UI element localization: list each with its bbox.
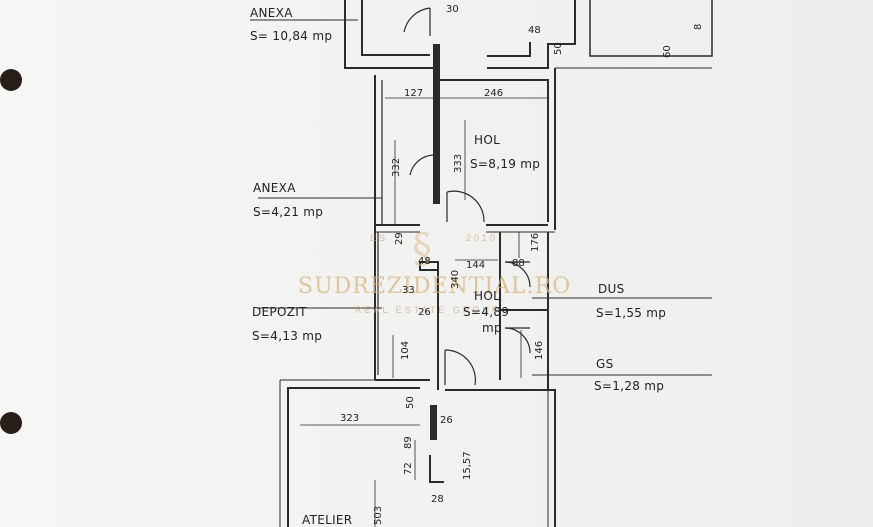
binder-hole-top [0,69,22,91]
door-swing [444,349,477,386]
room-label: ANEXA [253,181,296,195]
room-label: DEPOZIT [252,305,307,319]
dimension-label: 332 [391,158,402,177]
dimension-label: 72 [403,462,414,475]
dimension-label: 48 [418,256,431,267]
watermark-tagline: REAL ESTATE GROUP [355,305,501,315]
dimension-label: 28 [431,494,444,505]
room-label: HOL [474,289,500,303]
dimension-label: 33 [402,285,415,296]
door-swing [504,327,531,354]
wall [429,455,444,483]
dimension-label: 50 [405,396,416,409]
dimension-label: 88 [512,258,525,269]
wall [487,0,576,69]
wall [440,79,549,222]
room-area: S= 10,84 mp [250,29,332,43]
dimension-label: 127 [404,88,423,99]
watermark: § ES 2010 SUDREZIDENTIAL.RO REAL ESTATE … [298,226,571,315]
room-area: S=8,19 mp [470,157,540,171]
room-label: GS [596,357,614,371]
dimension-label: 8 [693,24,704,30]
dimension-label: 333 [453,154,464,173]
room-label: ATELIER [302,513,352,527]
dimension-label: 15,57 [462,451,473,480]
watermark-logo: § [412,226,432,272]
wall [344,0,435,69]
room-area-unit: mp [482,321,502,335]
door-swing [403,7,431,33]
watermark-est-right: 2010 [466,233,498,243]
wall [589,0,713,57]
room-area: S=1,28 mp [594,379,664,393]
dimension-label: 176 [530,233,541,252]
watermark-brand: SUDREZIDENTIAL.RO [298,274,571,299]
dimension-label: 503 [373,506,384,525]
door-swing [409,154,435,176]
dimension-label: 50 [553,42,564,55]
wall-stub [430,405,437,440]
dimension-label: 26 [418,307,431,318]
room-label: HOL [474,133,500,147]
room-area: S=4,21 mp [253,205,323,219]
room-area: S=4,13 mp [252,329,322,343]
binder-hole-bottom [0,412,22,434]
dimension-label: 60 [662,45,673,58]
dimension-label: 29 [394,232,405,245]
room-label: DUS [598,282,625,296]
dimension-label: 144 [466,260,485,271]
dimension-label: 89 [403,436,414,449]
wall [287,387,420,527]
room-area: S=1,55 mp [596,306,666,320]
dimension-label: 340 [450,270,461,289]
door-swing [446,190,485,223]
watermark-est-left: ES [370,233,388,243]
wall-pillar [433,44,440,204]
dimension-label: 323 [340,413,359,424]
dimension-label: 246 [484,88,503,99]
room-area: S=4,89 [463,305,509,319]
wall [487,42,531,57]
dimension-label: 26 [440,415,453,426]
dimension-label: 104 [400,341,411,360]
wall [445,389,556,527]
dimension-label: 146 [534,341,545,360]
wall [361,0,430,56]
room-label: ANEXA [250,6,293,20]
dimension-label: 48 [528,25,541,36]
dimension-label: 30 [446,4,459,15]
